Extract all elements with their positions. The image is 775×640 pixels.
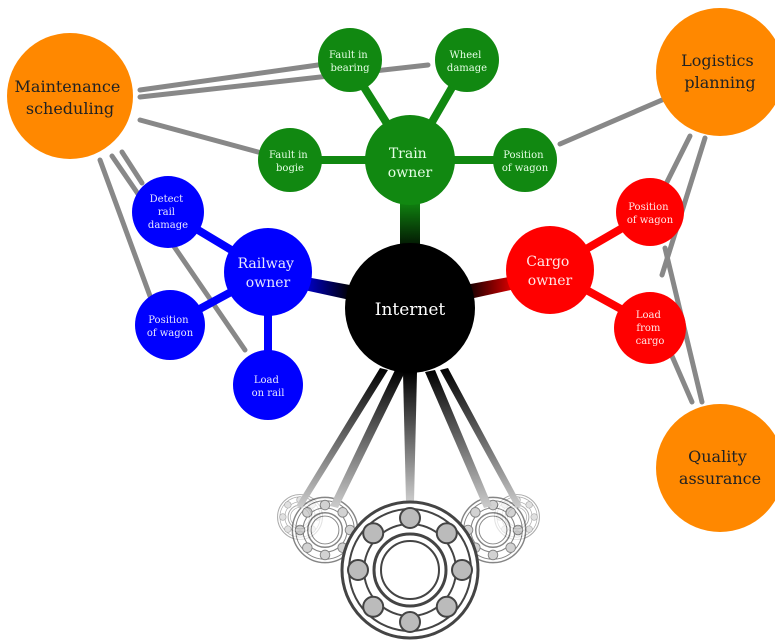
logistics-planning-node[interactable] xyxy=(656,8,775,136)
train-branch xyxy=(258,28,557,205)
detect-rail-damage-node[interactable] xyxy=(132,176,204,248)
load-on-rail-node[interactable] xyxy=(233,350,303,420)
cargo-branch xyxy=(506,178,686,364)
position-of-wagon-railway-node[interactable] xyxy=(135,290,205,360)
position-of-wagon-cargo-label: Position of wagon xyxy=(627,202,674,226)
railway-owner-node[interactable] xyxy=(224,228,312,316)
fault-in-bogie-node[interactable] xyxy=(258,128,322,192)
cargo-owner-label: Cargo owner xyxy=(526,254,574,289)
railway-branch xyxy=(132,176,312,420)
load-from-cargo-node[interactable] xyxy=(614,292,686,364)
position-of-wagon-train-node[interactable] xyxy=(493,128,557,192)
cargo-owner-node[interactable] xyxy=(506,226,594,314)
detect-rail-damage-label: Detect rail damage xyxy=(148,194,188,231)
train-owner-label: Train owner xyxy=(388,146,433,181)
quality-assurance-label: Quality assurance xyxy=(679,447,761,488)
bearing-icon xyxy=(340,500,480,640)
logistics-planning-label: Logistics planning xyxy=(681,51,759,92)
position-of-wagon-train-label: Position of wagon xyxy=(502,150,549,174)
position-of-wagon-cargo-node[interactable] xyxy=(616,178,684,246)
fault-in-bearing-label: Fault in bearing xyxy=(329,50,371,74)
wheel-damage-node[interactable] xyxy=(435,28,499,92)
position-of-wagon-railway-label: Position of wagon xyxy=(147,315,194,339)
fault-in-bogie-label: Fault in bogie xyxy=(269,150,311,174)
wheel-damage-label: Wheel damage xyxy=(447,50,487,74)
load-on-rail-label: Load on rail xyxy=(252,375,285,399)
fault-in-bearing-node[interactable] xyxy=(318,28,382,92)
bearing-connectors xyxy=(296,368,522,508)
internet-node[interactable] xyxy=(345,243,475,373)
maintenance-scheduling-label: Maintenance scheduling xyxy=(15,77,126,118)
labels: Internet Train owner Fault in bearing Wh… xyxy=(15,50,762,488)
train-owner-node[interactable] xyxy=(365,115,455,205)
maintenance-scheduling-node[interactable] xyxy=(7,33,133,159)
internet-label: Internet xyxy=(375,300,446,320)
load-from-cargo-label: Load from cargo xyxy=(636,310,665,347)
railway-owner-label: Railway owner xyxy=(238,256,299,291)
quality-assurance-node[interactable] xyxy=(656,404,775,532)
